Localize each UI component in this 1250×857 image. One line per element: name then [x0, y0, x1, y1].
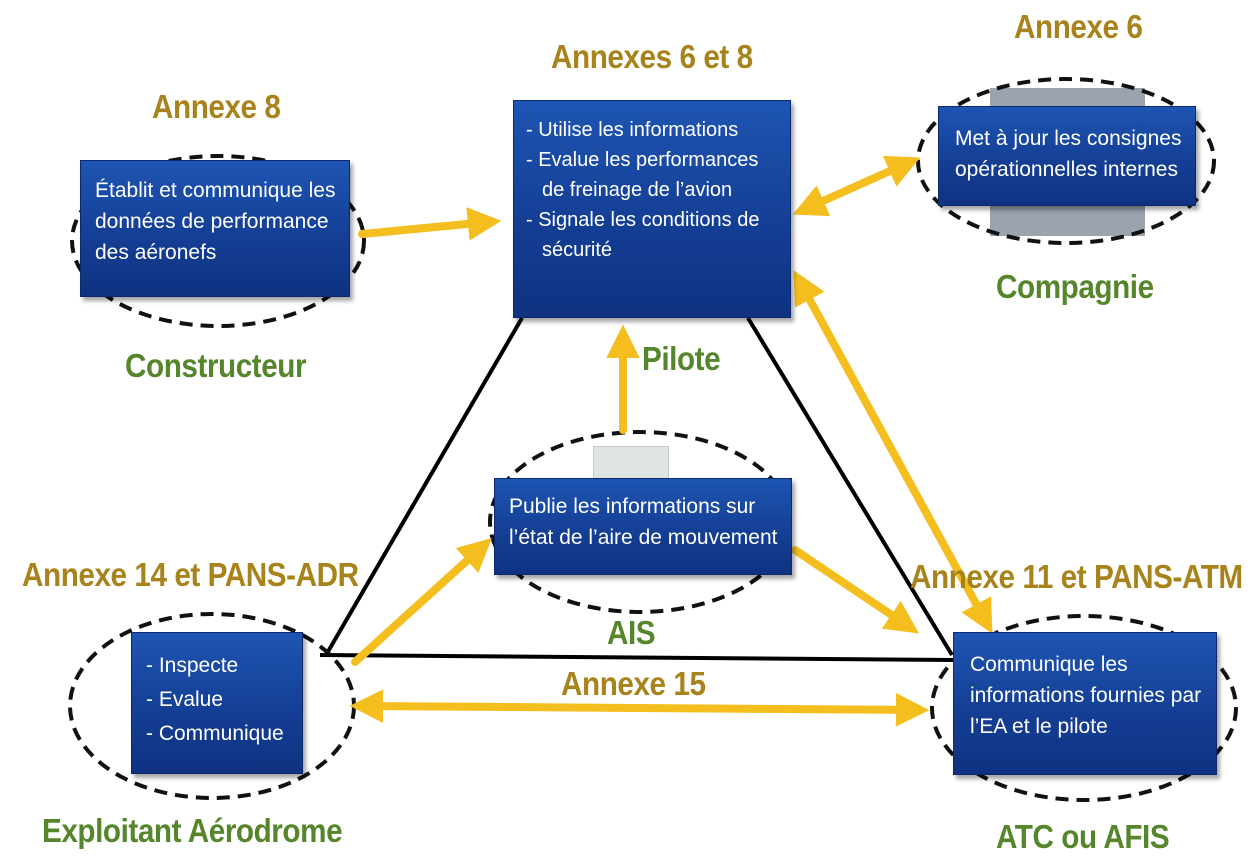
arrow-pilote-compagnie: [792, 155, 921, 217]
constructeur-box: Établit et communique les données de per…: [80, 160, 350, 297]
exploitant-item-3: Communique: [146, 717, 292, 751]
pilote-box: Utilise les informations Evalue les perf…: [513, 100, 791, 318]
actor-label-atc: ATC ou AFIS: [996, 818, 1170, 855]
edge-label-annexe-15: Annexe 15: [561, 665, 706, 702]
annex-label-atc: Annexe 11 et PANS-ATM: [910, 558, 1243, 595]
actor-label-ais: AIS: [607, 614, 656, 651]
annex-label-exploitant: Annexe 14 et PANS-ADR: [22, 556, 359, 593]
constructeur-text: Établit et communique les données de per…: [95, 179, 336, 264]
arrow-ais-to-atc: [791, 546, 920, 634]
annex-label-pilote: Annexes 6 et 8: [551, 38, 753, 75]
annex-label-constructeur: Annexe 8: [152, 88, 281, 125]
compagnie-text: Met à jour les consignes opérationnelles…: [955, 127, 1182, 181]
arrow-exploitant-atc: [349, 689, 930, 727]
actor-label-compagnie: Compagnie: [996, 268, 1154, 305]
pilote-item-3: Signale les conditions de sécurité: [526, 205, 780, 265]
actor-label-constructeur: Constructeur: [125, 347, 307, 384]
pilote-item-2: Evalue les performances de freinage de l…: [526, 145, 780, 205]
pilote-item-1: Utilise les informations: [526, 115, 780, 145]
ais-chart-image: [593, 446, 669, 482]
actor-label-exploitant: Exploitant Aérodrome: [42, 812, 343, 849]
arrow-pilote-atc: [793, 270, 993, 634]
exploitant-item-2: Evalue: [146, 683, 292, 717]
annex-label-compagnie: Annexe 6: [1014, 8, 1143, 45]
arrows: [349, 155, 993, 727]
atc-ellipse: [930, 614, 1238, 802]
atc-box: Communique les informations fournies par…: [953, 632, 1217, 775]
arrow-exploitant-to-ais: [351, 537, 492, 666]
actor-label-pilote: Pilote: [642, 340, 721, 377]
ais-box: Publie les informations sur l’état de l’…: [494, 478, 792, 575]
constructeur-ellipse: [70, 154, 366, 328]
atc-text: Communique les informations fournies par…: [970, 653, 1202, 738]
arrow-constructeur-to-pilote: [358, 207, 502, 241]
ais-text: Publie les informations sur l’état de l’…: [509, 495, 778, 549]
exploitant-item-1: Inspecte: [146, 649, 292, 683]
compagnie-box: Met à jour les consignes opérationnelles…: [938, 106, 1196, 206]
exploitant-box: Inspecte Evalue Communique: [131, 632, 303, 774]
